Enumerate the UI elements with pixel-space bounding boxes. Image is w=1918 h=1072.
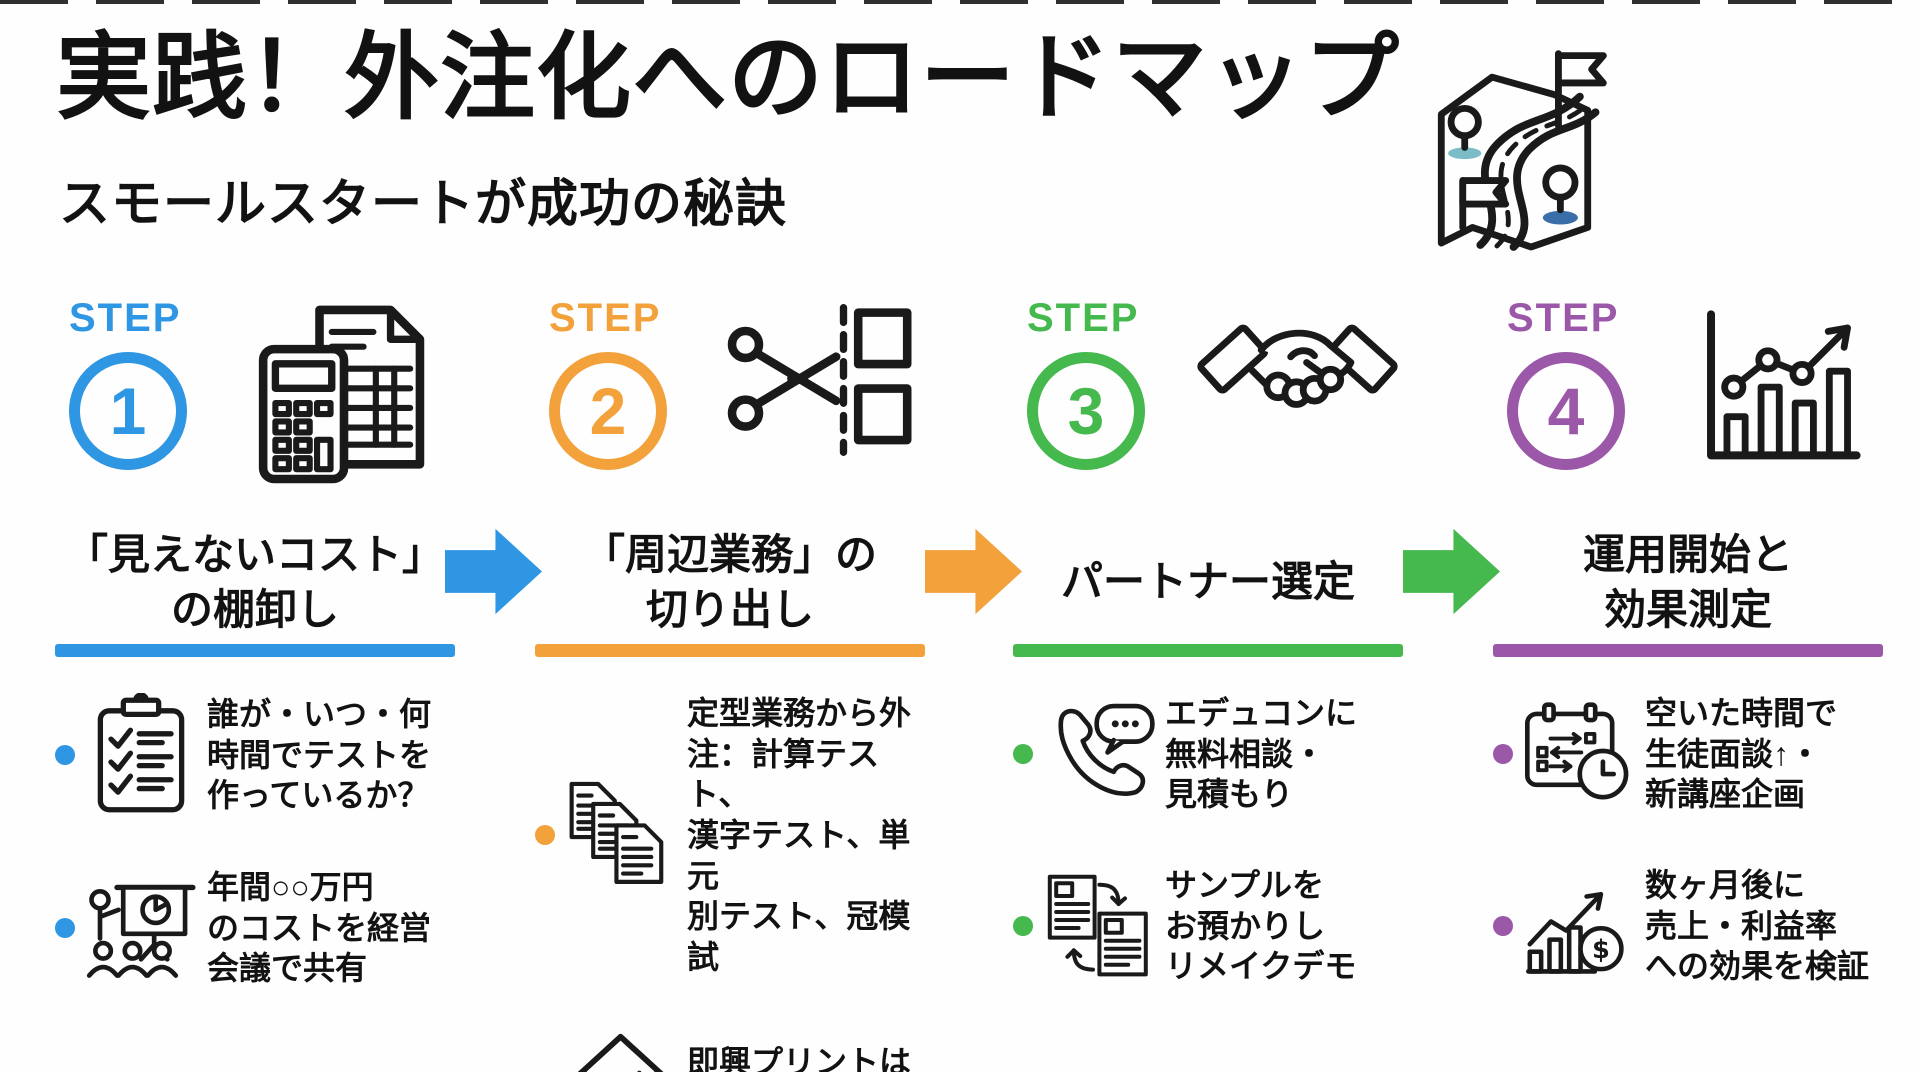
step-4-badge: STEP 4 xyxy=(1493,292,1671,470)
step-3-label: STEP xyxy=(1027,296,1140,340)
handshake-icon xyxy=(1196,324,1398,408)
step-3-icon-box xyxy=(1191,292,1403,442)
step-4-number: 4 xyxy=(1507,352,1625,470)
svg-text:$: $ xyxy=(1592,935,1610,965)
house-gears-icon-box xyxy=(563,1027,679,1072)
step-1-icon-box xyxy=(233,292,455,484)
bullet-item: エデュコンに 無料相談・ 見積もり xyxy=(1013,693,1403,815)
step-2-number: 2 xyxy=(549,352,667,470)
bullet-item: 空いた時間で 生徒面談↑・ 新講座企画 xyxy=(1493,693,1883,815)
calendar-clock-icon-box xyxy=(1521,700,1637,808)
step-4-header: STEP 4 xyxy=(1493,292,1883,520)
step-4-label: STEP xyxy=(1507,296,1620,340)
flow-arrow-1 xyxy=(445,524,542,624)
right-arrow-icon xyxy=(925,528,1022,615)
cost-presentation-icon xyxy=(86,884,196,978)
clipboard-checklist-icon-box xyxy=(83,693,199,817)
step-2-underline xyxy=(535,644,925,657)
document-stack-icon xyxy=(569,782,664,885)
step-2-title: 「周辺業務」の 切り出し xyxy=(582,530,877,633)
step-2-bullets: 定型業務から外 注：計算テスト、 漢字テスト、単元 別テスト、冠模試 xyxy=(535,693,925,1072)
bullet-text: 年間○○万円 のコストを経営 会議で共有 xyxy=(207,869,432,987)
step-3-bullets: エデュコンに 無料相談・ 見積もり xyxy=(1013,693,1403,987)
bullet-item: 年間○○万円 のコストを経営 会議で共有 xyxy=(55,867,455,989)
bullet-item: サンプルを お預かりし リメイクデモ xyxy=(1013,865,1403,987)
bullet-item: 即興プリントは 内製のまま xyxy=(535,1027,925,1072)
step-3-number: 3 xyxy=(1027,352,1145,470)
profit-verification-icon-box: $ xyxy=(1521,873,1637,979)
step-3-header: STEP 3 xyxy=(1013,292,1403,520)
top-dashed-edge xyxy=(0,0,1918,4)
bullet-item: $ 数ヶ月後に 売上・利益率 への効果を検証 xyxy=(1493,865,1883,987)
bullet-dot xyxy=(1013,743,1033,764)
cost-presentation-icon-box xyxy=(83,868,199,988)
document-remake-icon xyxy=(1047,874,1148,977)
step-3-badge: STEP 3 xyxy=(1013,292,1191,470)
step-2-header: STEP 2 xyxy=(535,292,925,520)
profit-verification-icon: $ xyxy=(1526,891,1624,974)
clipboard-checklist-icon xyxy=(97,693,185,813)
document-stack-icon-box xyxy=(563,779,679,891)
house-gears-icon xyxy=(578,1034,664,1072)
step-4-underline xyxy=(1493,644,1883,657)
step-2-badge: STEP 2 xyxy=(535,292,713,470)
step-column-1: STEP 1 xyxy=(55,292,455,989)
document-remake-icon-box xyxy=(1041,872,1157,980)
growth-chart-icon xyxy=(1707,310,1861,460)
step-column-4: STEP 4 xyxy=(1493,292,1883,987)
page-title: 実践！外注化へのロードマップ xyxy=(56,25,1401,131)
step-3-title: パートナー選定 xyxy=(1060,558,1355,606)
bullet-text: エデュコンに 無料相談・ 見積もり xyxy=(1165,695,1358,813)
bullet-text: サンプルを お預かりし リメイクデモ xyxy=(1165,866,1357,985)
step-4-bullets: 空いた時間で 生徒面談↑・ 新講座企画 $ xyxy=(1493,693,1883,987)
bullet-item: 誰が・いつ・何 時間でテストを 作っているか？ xyxy=(55,693,455,817)
right-arrow-icon xyxy=(445,528,542,615)
flow-arrow-2 xyxy=(925,524,1022,624)
step-1-title: 「見えないコスト」 の棚卸し xyxy=(65,530,444,633)
step-2-icon-box xyxy=(713,292,925,460)
bullet-dot xyxy=(1493,915,1513,936)
step-1-label: STEP xyxy=(69,296,182,340)
step-1-header: STEP 1 xyxy=(55,292,455,520)
flow-arrow-3 xyxy=(1403,524,1500,624)
right-arrow-icon xyxy=(1403,528,1500,615)
bullet-text: 誰が・いつ・何 時間でテストを 作っているか？ xyxy=(207,696,432,814)
step-1-badge: STEP 1 xyxy=(55,292,233,470)
step-1-bullets: 誰が・いつ・何 時間でテストを 作っているか？ xyxy=(55,693,455,989)
calculator-spreadsheet-icon xyxy=(258,305,425,484)
step-3-underline xyxy=(1013,644,1403,657)
bullet-dot xyxy=(1493,743,1513,764)
step-4-title: 運用開始と 効果測定 xyxy=(1582,530,1793,633)
step-1-underline xyxy=(55,644,455,657)
step-column-3: STEP 3 パートナー選定 xyxy=(1013,292,1403,987)
bullet-text: 定型業務から外 注：計算テスト、 漢字テスト、単元 別テスト、冠模試 xyxy=(687,695,912,975)
phone-consult-icon-box xyxy=(1041,699,1157,809)
bullet-text: 数ヶ月後に 売上・利益率 への効果を検証 xyxy=(1645,866,1870,985)
bullet-text: 即興プリントは 内製のまま xyxy=(687,1043,912,1072)
scissors-cutout-icon xyxy=(727,304,912,456)
bullet-dot xyxy=(1013,915,1033,936)
bullet-dot xyxy=(535,825,555,846)
bullet-dot xyxy=(55,745,75,765)
page-subtitle: スモールスタートが成功の秘訣 xyxy=(59,175,788,232)
step-column-2: STEP 2 「周辺業務」の 切り出し xyxy=(535,292,925,1072)
calendar-clock-icon xyxy=(1524,702,1629,800)
step-2-label: STEP xyxy=(549,296,662,340)
bullet-text: 空いた時間で 生徒面談↑・ 新講座企画 xyxy=(1645,695,1838,813)
roadmap-map-icon xyxy=(1437,50,1607,251)
phone-consult-icon xyxy=(1058,703,1155,796)
bullet-item: 定型業務から外 注：計算テスト、 漢字テスト、単元 別テスト、冠模試 xyxy=(535,693,925,977)
step-1-number: 1 xyxy=(69,352,187,470)
bullet-dot xyxy=(55,917,75,938)
step-4-icon-box xyxy=(1671,292,1883,472)
